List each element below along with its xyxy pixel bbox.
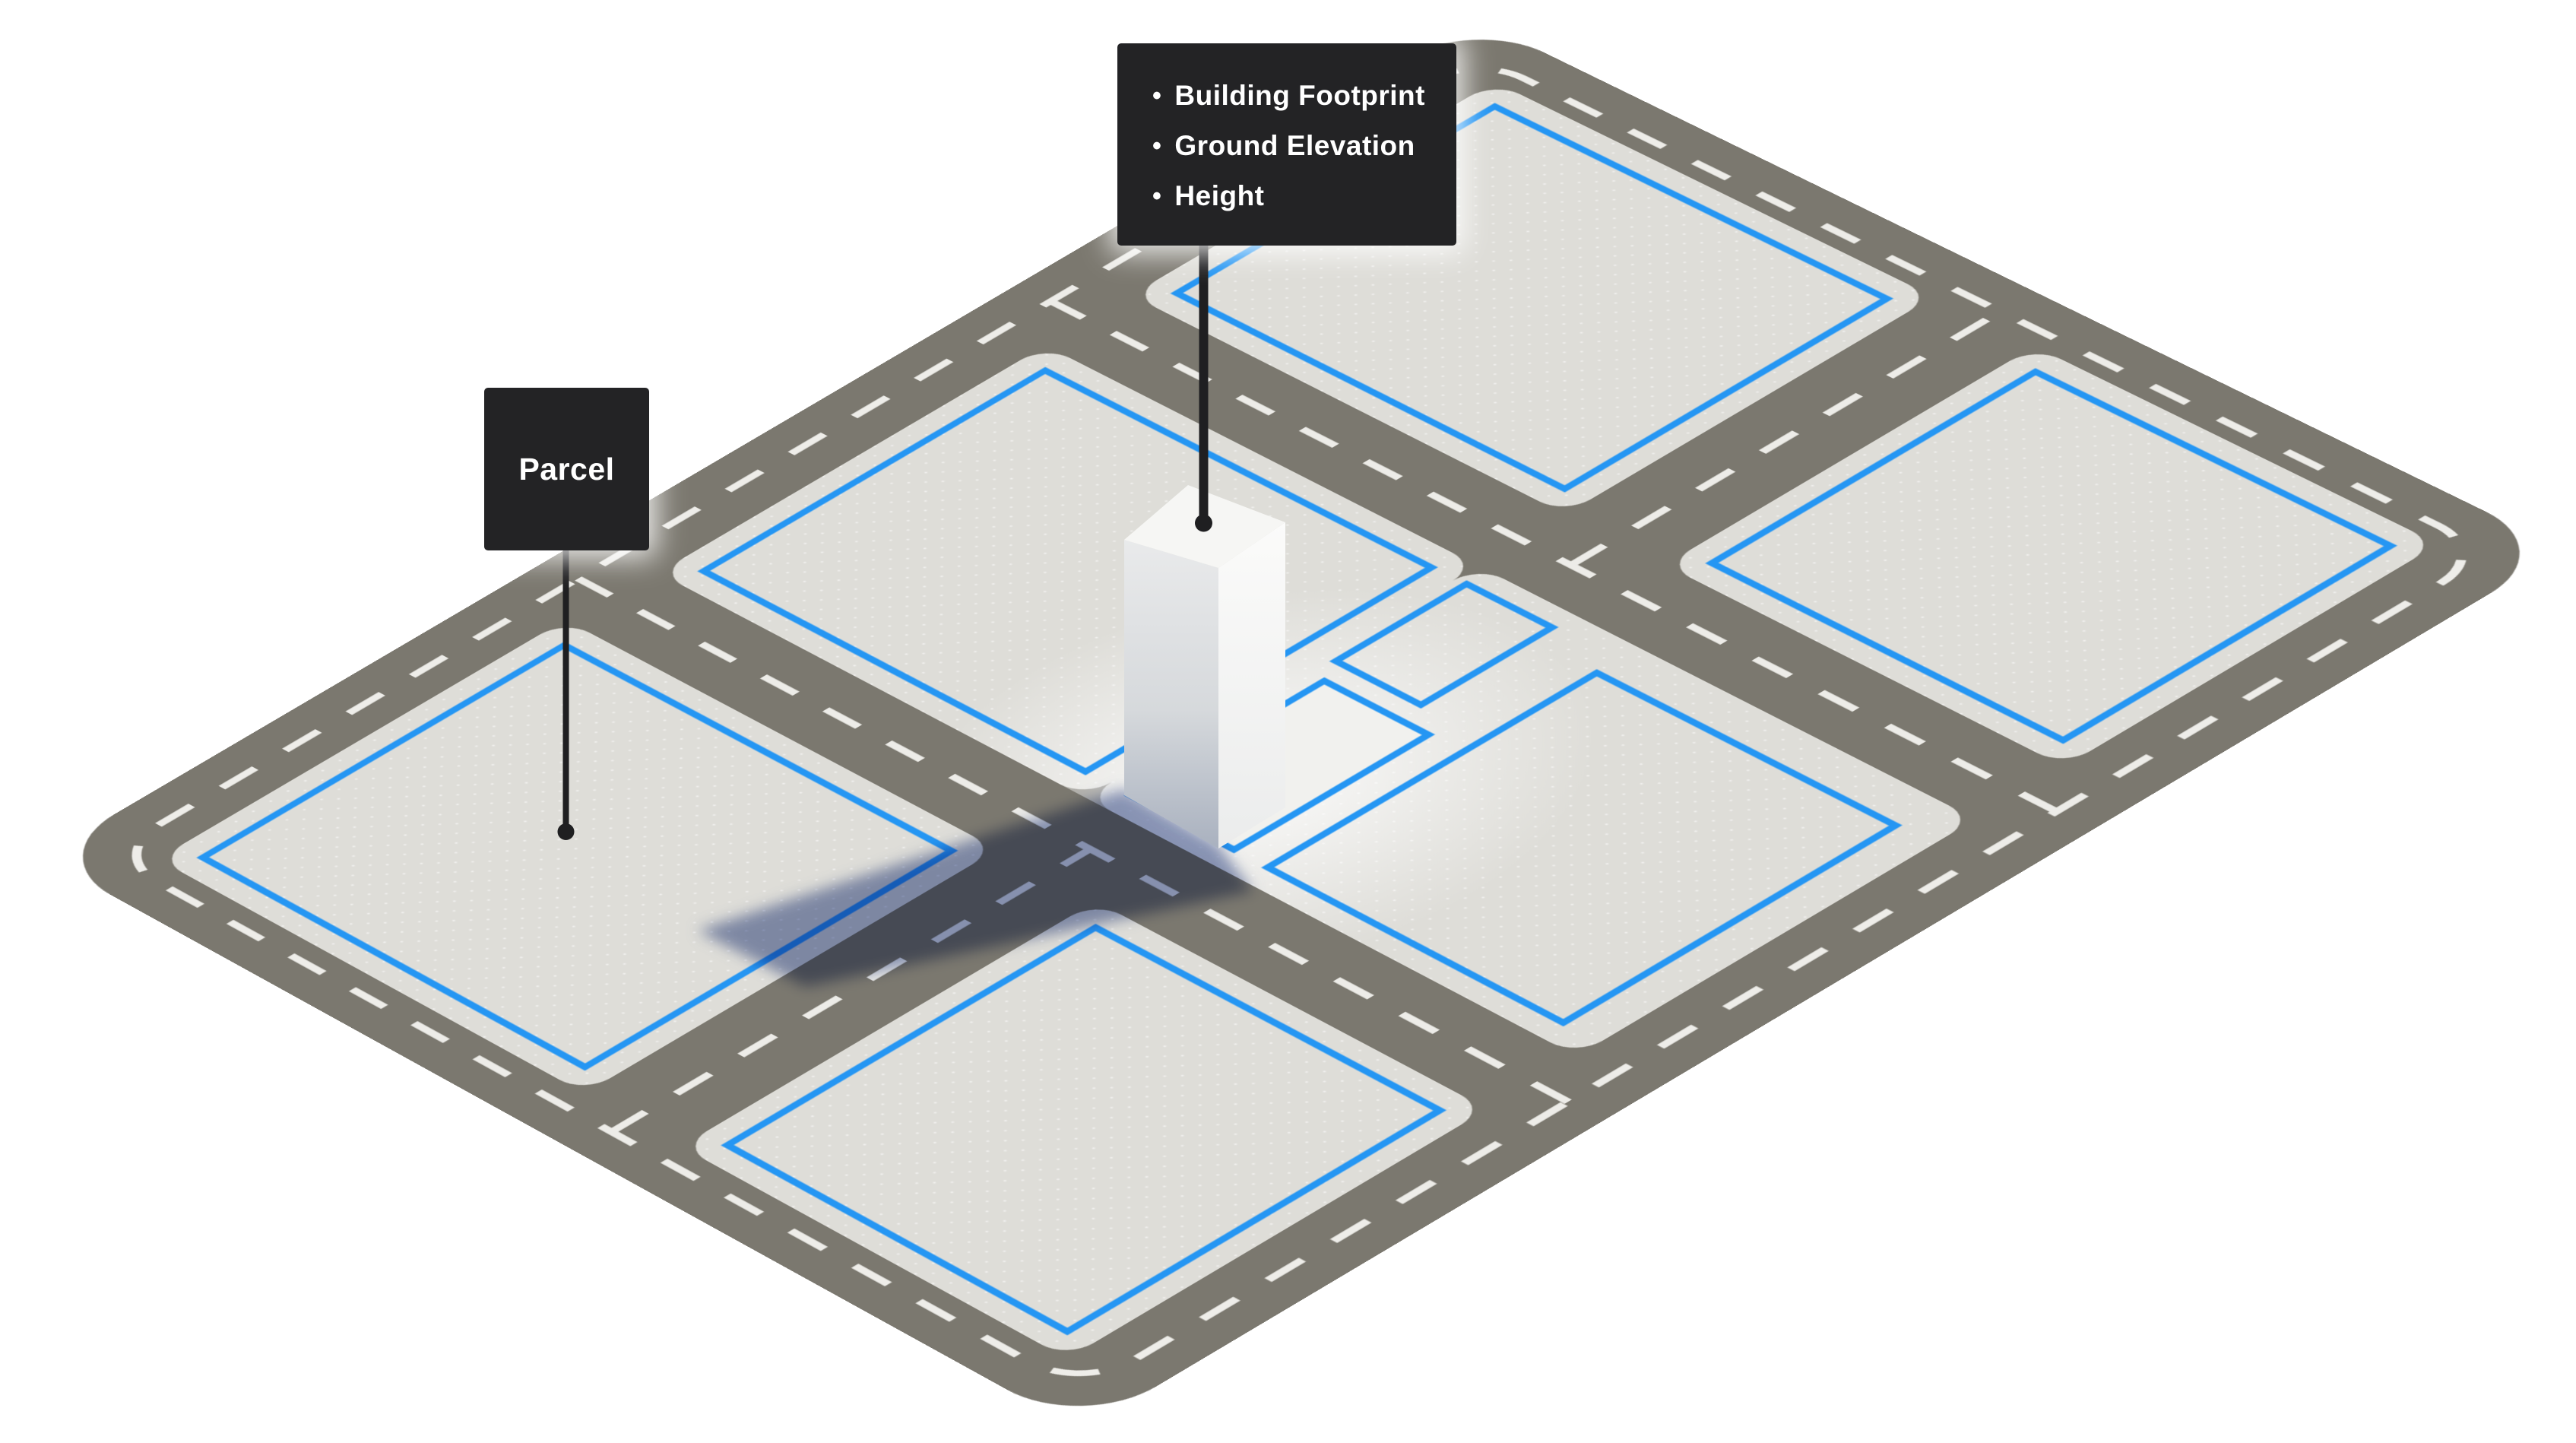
building-properties-callout: • Building Footprint • Ground Elevation … <box>1117 43 1456 246</box>
building-anchor-dot-icon <box>1195 514 1212 532</box>
parcel-anchor-dot-icon <box>557 823 575 840</box>
bullet-icon: • <box>1152 182 1162 211</box>
block-row1-col1 <box>157 620 998 1094</box>
list-item: • Building Footprint <box>1152 71 1441 121</box>
property-label: Height <box>1174 180 1265 211</box>
list-item: • Ground Elevation <box>1152 121 1441 171</box>
building-shadow <box>698 789 1253 987</box>
building-right-face <box>1218 522 1285 848</box>
block-row1-col2 <box>658 345 1478 798</box>
bullet-icon: • <box>1152 81 1162 110</box>
parcel-label: Parcel <box>518 451 615 487</box>
property-label: Building Footprint <box>1174 80 1425 111</box>
list-item: • Height <box>1152 171 1441 221</box>
property-label: Ground Elevation <box>1174 130 1415 161</box>
bullet-icon: • <box>1152 132 1162 160</box>
parcel-callout: Parcel <box>484 388 649 550</box>
building-left-face <box>1124 540 1218 848</box>
building-properties-list: • Building Footprint • Ground Elevation … <box>1152 71 1441 221</box>
block-row2-col3 <box>1665 346 2439 767</box>
